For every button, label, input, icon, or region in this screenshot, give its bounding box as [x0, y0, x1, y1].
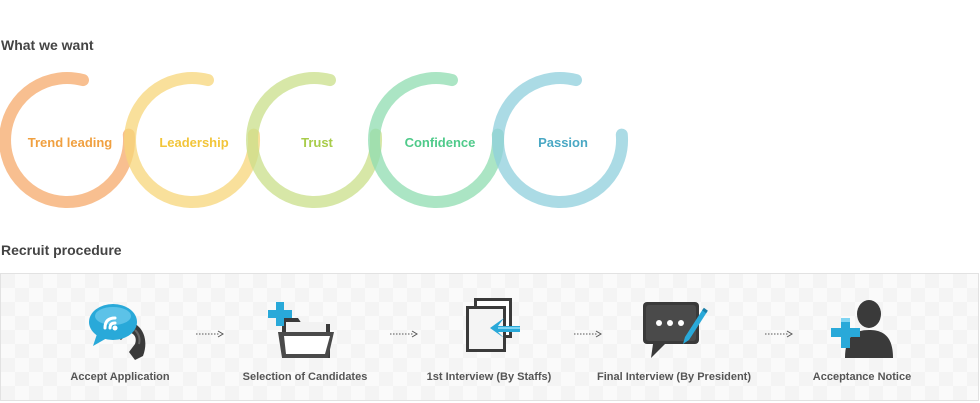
step-accept-application: Accept Application [30, 274, 210, 400]
value-label-confidence: Confidence [405, 135, 476, 150]
arrow-right-icon [765, 330, 793, 338]
step-label: Accept Application [70, 371, 170, 383]
step-label: Final Interview (By President) [596, 371, 752, 383]
speech-bubble-pen-icon [643, 302, 708, 358]
phone-chat-icon [89, 304, 146, 360]
value-circle-leadership: Leadership [124, 72, 261, 208]
value-label-trend-leading: Trend leading [28, 135, 113, 150]
step-1st-interview: 1st Interview (By Staffs) [399, 274, 579, 400]
step-selection-of-candidates: Selection of Candidates [215, 274, 395, 400]
recruit-procedure-panel: Accept Application Selection of Candidat… [0, 273, 979, 401]
value-circle-trend-leading: Trend leading [0, 72, 136, 208]
step-label: Acceptance Notice [812, 371, 912, 383]
step-final-interview: Final Interview (By President) [584, 274, 764, 400]
user-add-icon [831, 300, 893, 358]
value-circle-confidence: Confidence [368, 72, 505, 208]
value-circle-trust: Trust [246, 72, 383, 208]
values-circles: Trend leading Leadership Trust Confidenc… [0, 72, 629, 208]
value-label-leadership: Leadership [159, 135, 228, 150]
value-circle-passion: Passion [492, 72, 629, 208]
step-label: Selection of Candidates [242, 371, 368, 383]
folder-add-icon [268, 302, 334, 358]
value-label-passion: Passion [538, 135, 588, 150]
value-label-trust: Trust [301, 135, 333, 150]
arrow-right-icon [390, 330, 418, 338]
arrow-right-icon [574, 330, 602, 338]
step-label: 1st Interview (By Staffs) [426, 371, 552, 383]
step-acceptance-notice: Acceptance Notice [772, 274, 952, 400]
arrow-right-icon [196, 330, 224, 338]
section-title-recruit-procedure: Recruit procedure [1, 242, 122, 258]
section-title-what-we-want: What we want [1, 37, 94, 53]
document-arrow-icon [466, 298, 520, 352]
